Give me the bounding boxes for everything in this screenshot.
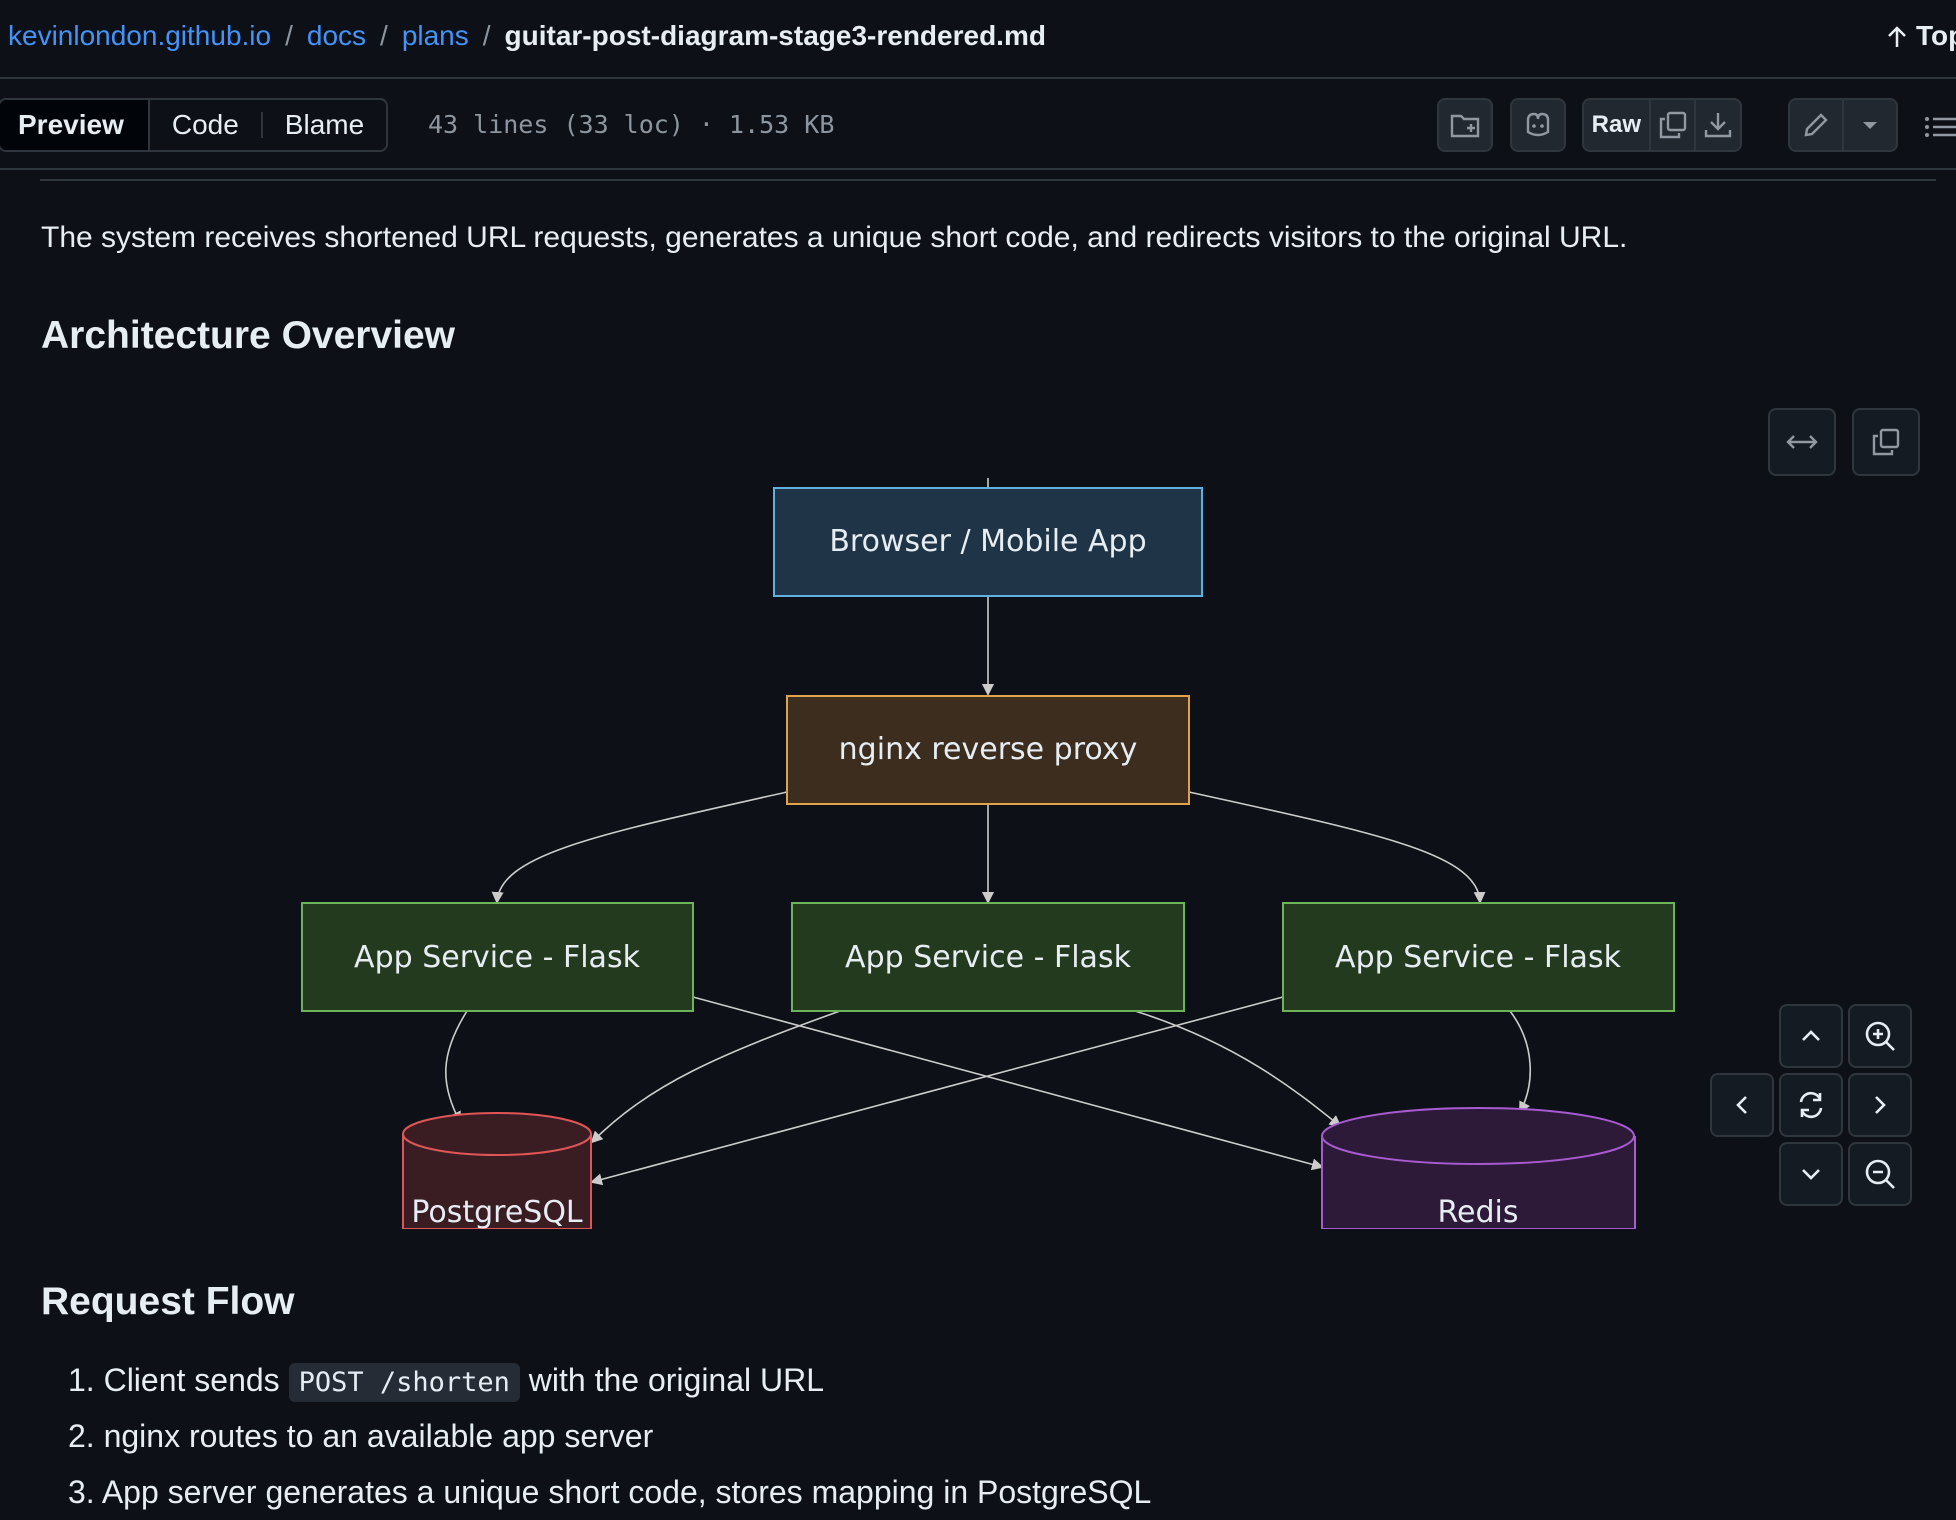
node-app1-label: App Service - Flask [354,940,641,975]
expand-icon [1786,435,1818,449]
edge-app3-db [590,996,1284,1186]
breadcrumb-repo-link[interactable]: kevinlondon.github.io [8,20,272,51]
tab-divider [260,112,263,138]
heading-request-flow: Request Flow [41,1280,295,1323]
inline-code: POST /shorten [288,1363,520,1402]
pan-left-button[interactable] [1710,1073,1774,1137]
section-divider [40,179,1936,181]
view-mode-tabs: Preview Code Blame [0,98,389,152]
pan-left-icon [1736,1096,1747,1114]
triangle-down-icon [1863,122,1877,129]
node-postgresql-label: PostgreSQL [411,1195,583,1229]
intro-paragraph: The system receives shortened URL reques… [41,221,1628,254]
folder-plus-icon [1450,114,1480,138]
breadcrumb-current-file: guitar-post-diagram-stage3-rendered.md [504,20,1046,51]
list-item-text: Client sends [103,1362,280,1398]
list-item-text: with the original URL [528,1362,825,1398]
tab-preview[interactable]: Preview [0,100,150,150]
node-app2-label: App Service - Flask [845,940,1132,975]
breadcrumb-separator: / [380,20,388,51]
reset-icon [1799,1091,1823,1119]
list-item-number: 1. [68,1362,95,1398]
outline-button[interactable] [1924,116,1956,143]
copilot-icon [1526,112,1550,137]
edge-app2-cache [1134,1010,1342,1128]
breadcrumb-docs-link[interactable]: docs [306,20,367,51]
node-redis-label: Redis [1438,1195,1519,1229]
edge-app1-cache [692,996,1324,1171]
edit-dropdown-button[interactable] [1842,100,1896,150]
architecture-diagram[interactable]: Browser / Mobile App nginx reverse proxy… [0,394,1956,1229]
arrow-up-icon [1888,26,1906,47]
list-icon [1925,117,1956,137]
edit-actions-group [1788,98,1898,152]
breadcrumb-plans-link[interactable]: plans [401,20,469,51]
node-app3-label: App Service - Flask [1335,940,1622,975]
edge-app1-db [445,1010,468,1124]
heading-architecture-overview: Architecture Overview [41,314,456,357]
node-app2: App Service - Flask [791,902,1185,1012]
copy-icon [1872,428,1900,456]
download-button[interactable] [1694,100,1740,150]
pencil-icon [1804,113,1828,137]
list-item-text: nginx routes to an available app server [103,1418,654,1454]
diagram-edges [445,478,1532,1186]
copilot-button[interactable] [1510,98,1566,152]
list-item-number: 3. [68,1474,95,1510]
node-postgresql: PostgreSQL [402,1112,592,1229]
copy-raw-button[interactable] [1648,100,1695,150]
node-client-label: Browser / Mobile App [829,524,1146,559]
add-to-folder-button[interactable] [1437,98,1493,152]
tab-blame[interactable]: Blame [284,109,365,140]
breadcrumb-separator: / [285,20,293,51]
edge-app3-cache [1509,1010,1532,1114]
zoom-in-button[interactable] [1848,1004,1912,1068]
pan-up-button[interactable] [1779,1004,1843,1068]
edit-file-button[interactable] [1790,100,1842,150]
pan-down-button[interactable] [1779,1142,1843,1206]
copy-diagram-button[interactable] [1852,408,1920,476]
pan-right-icon [1875,1096,1886,1114]
file-actions-group: Raw [1582,98,1742,152]
reset-view-button[interactable] [1779,1073,1843,1137]
edge-proxy-app3 [1188,791,1486,904]
node-redis: Redis [1321,1107,1636,1229]
top-link[interactable]: Top [1886,16,1956,56]
expand-diagram-button[interactable] [1768,408,1836,476]
list-item: 2. nginx routes to an available app serv… [68,1414,653,1458]
node-app3: App Service - Flask [1282,902,1675,1012]
node-client: Browser / Mobile App [773,487,1203,597]
download-icon [1704,113,1732,138]
node-app1: App Service - Flask [301,902,694,1012]
diagram-canvas: Browser / Mobile App nginx reverse proxy… [301,478,1675,1229]
zoom-out-icon [1865,1159,1895,1189]
edge-app2-db [590,1010,841,1144]
file-toolbar: Preview Code Blame 43 lines (33 loc) · 1… [0,80,1956,170]
pan-up-icon [1802,1030,1820,1041]
pan-down-icon [1802,1169,1820,1180]
edge-proxy-app1 [491,791,788,904]
breadcrumb: kevinlondon.github.io / docs / plans / guitar-… [8,16,1046,56]
list-item: 3. App server generates a unique short c… [68,1470,1151,1514]
list-item: 1. Client sends POST /shorten with the o… [68,1358,824,1405]
list-item-number: 2. [68,1418,95,1454]
raw-button[interactable]: Raw [1584,100,1649,150]
copy-icon [1659,111,1686,139]
tab-code[interactable]: Code [171,109,239,140]
zoom-in-icon [1865,1021,1895,1051]
raw-button-label: Raw [1591,111,1642,138]
list-item-text: App server generates a unique short code… [101,1474,1152,1510]
node-proxy: nginx reverse proxy [786,695,1190,805]
zoom-out-button[interactable] [1848,1142,1912,1206]
node-proxy-label: nginx reverse proxy [839,732,1138,767]
pan-right-button[interactable] [1848,1073,1912,1137]
breadcrumb-separator: / [482,20,491,51]
breadcrumb-bar: kevinlondon.github.io / docs / plans / guitar-… [0,0,1956,79]
top-link-label: Top [1916,20,1956,51]
file-info: 43 lines (33 loc) · 1.53 KB [428,110,835,139]
